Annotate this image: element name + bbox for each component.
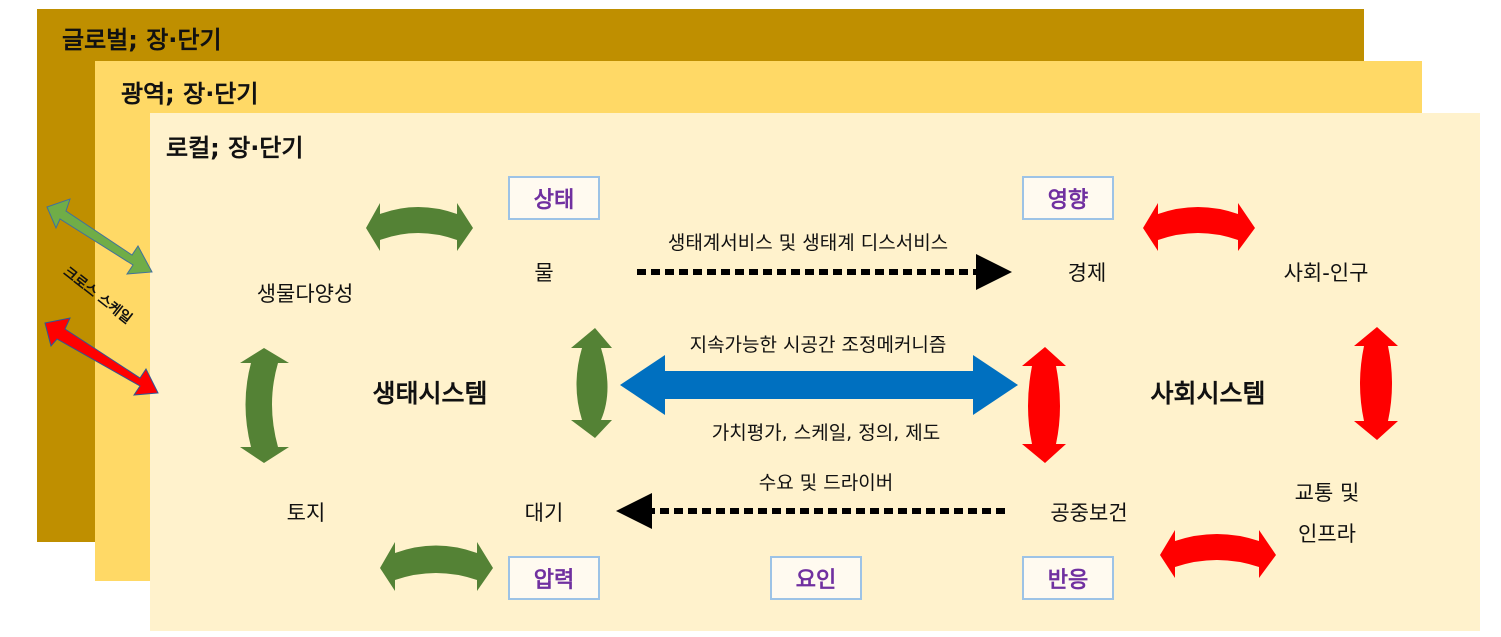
land-label: 토지 (286, 501, 326, 525)
cross-scale-red-arrow (44, 317, 159, 396)
transport-label-line1: 교통 및 (1294, 481, 1360, 505)
transport-label-line2: 인프라 (1298, 522, 1356, 546)
society-transport-arrow (1354, 327, 1398, 440)
ecosystem-title: 생태시스템 (372, 379, 488, 408)
coordination-label: 지속가능한 시공간 조정메커니즘 (689, 334, 947, 356)
global-layer-title: 글로벌; 장·단기 (62, 26, 222, 54)
society-population-label: 사회-인구 (1283, 261, 1369, 285)
biodiversity-water-arrow (366, 203, 473, 251)
water-label: 물 (534, 261, 554, 285)
public-health-label: 공중보건 (1050, 501, 1128, 525)
economy-society-arrow (1143, 203, 1255, 251)
values-label: 가치평가, 스케일, 정의, 제도 (711, 422, 941, 444)
driver-box: 요인 (770, 556, 862, 600)
response-box: 반응 (1022, 556, 1114, 600)
regional-layer-title: 광역; 장·단기 (121, 80, 259, 108)
cross-scale-green-arrow (46, 198, 153, 275)
biodiversity-label: 생물다양성 (256, 282, 354, 306)
state-box: 상태 (508, 176, 600, 220)
air-label: 대기 (524, 501, 564, 525)
ecosystem-services-label: 생태계서비스 및 생태계 디스서비스 (667, 232, 949, 254)
pressure-box: 압력 (508, 556, 600, 600)
coordination-arrow (620, 355, 1018, 415)
social-system-title: 사회시스템 (1150, 379, 1266, 408)
economy-health-arrow (1022, 347, 1066, 463)
local-layer-title: 로컬; 장·단기 (166, 134, 304, 162)
health-transport-arrow (1160, 530, 1276, 578)
demand-drivers-label: 수요 및 드라이버 (758, 472, 894, 494)
impact-box: 영향 (1022, 176, 1114, 220)
water-air-arrow (571, 328, 612, 438)
economy-label: 경제 (1067, 261, 1107, 285)
biodiversity-land-arrow (240, 348, 289, 463)
land-air-arrow (380, 542, 493, 591)
